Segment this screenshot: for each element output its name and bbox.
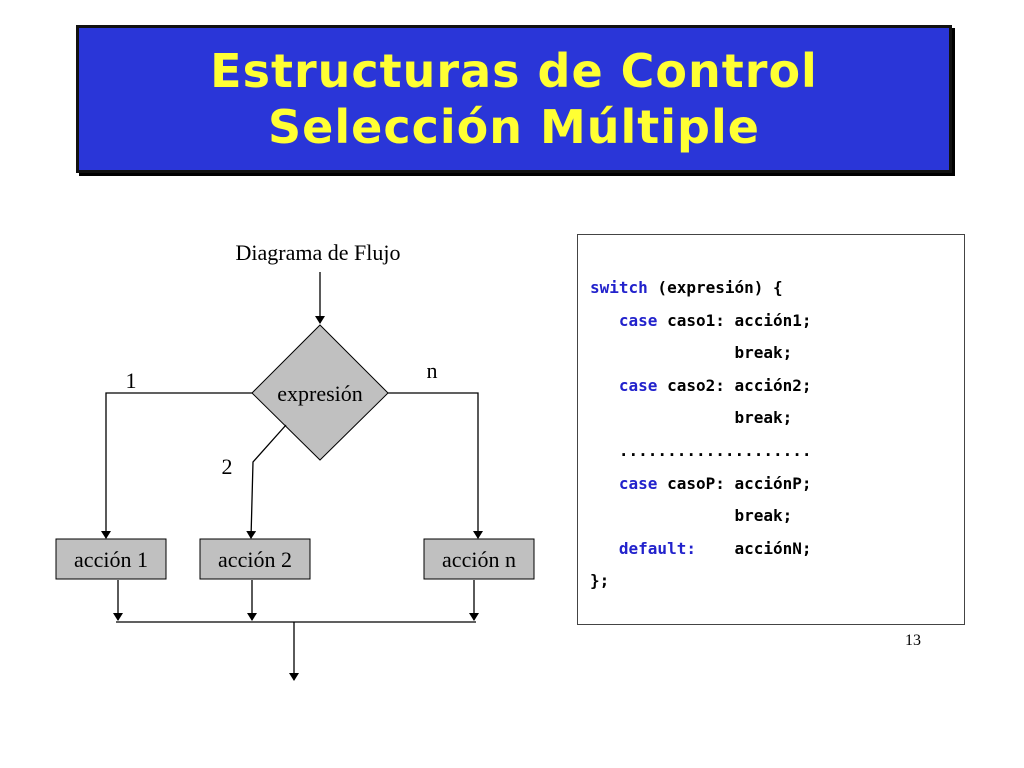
action-label-1: acción 1 xyxy=(74,547,148,572)
title-line-1: Estructuras de Control xyxy=(210,44,818,98)
code-box: switch (expresión) { case caso1: acción1… xyxy=(577,234,965,625)
code-keyword: case xyxy=(590,310,658,330)
code-text: casoP: acciónP; xyxy=(657,473,812,493)
code-text: acciónN; xyxy=(695,538,812,558)
title-line-2: Selección Múltiple xyxy=(268,100,760,154)
branch-label-n: n xyxy=(427,358,438,383)
branch-2-line xyxy=(246,424,287,539)
code-keyword: default: xyxy=(590,538,696,558)
decision-label: expresión xyxy=(277,381,363,406)
action-label-2: acción 2 xyxy=(218,547,292,572)
action-box-2 xyxy=(199,538,311,580)
code-line: break; xyxy=(590,506,792,525)
code-text: caso2: acción2; xyxy=(657,375,812,395)
code-line: case caso1: acción1; xyxy=(590,311,812,330)
diagram-heading: Diagrama de Flujo xyxy=(236,240,401,265)
decision-diamond xyxy=(251,324,389,461)
action-box-n xyxy=(423,538,535,580)
code-text: caso1: acción1; xyxy=(657,310,812,330)
branch-label-2: 2 xyxy=(222,454,233,479)
code-text: .................... xyxy=(590,441,812,460)
title-banner: Estructuras de Control Selección Múltipl… xyxy=(76,25,952,173)
code-line: case casoP: acciónP; xyxy=(590,474,812,493)
slide-number: 13 xyxy=(905,632,921,649)
action-label-n: acción n xyxy=(442,547,516,572)
code-line: case caso2: acción2; xyxy=(590,376,812,395)
code-line: break; xyxy=(590,408,792,427)
code-text: (expresión) { xyxy=(647,278,783,297)
branch-n-line xyxy=(388,392,483,539)
code-text: }; xyxy=(590,571,610,591)
code-keyword: switch xyxy=(590,278,648,297)
code-line: }; xyxy=(590,571,609,590)
code-text: break; xyxy=(590,408,793,428)
code-text: break; xyxy=(590,343,793,363)
branch-1-line xyxy=(101,392,252,539)
code-text: break; xyxy=(590,506,793,526)
code-keyword: case xyxy=(590,473,658,493)
action-box-1 xyxy=(55,538,167,580)
code-keyword: case xyxy=(590,375,658,395)
branch-label-1: 1 xyxy=(126,368,137,393)
code-line: default: acciónN; xyxy=(590,539,812,558)
code-line: switch (expresión) { xyxy=(590,278,783,297)
code-line: .................... xyxy=(590,441,812,460)
code-line: break; xyxy=(590,343,792,362)
